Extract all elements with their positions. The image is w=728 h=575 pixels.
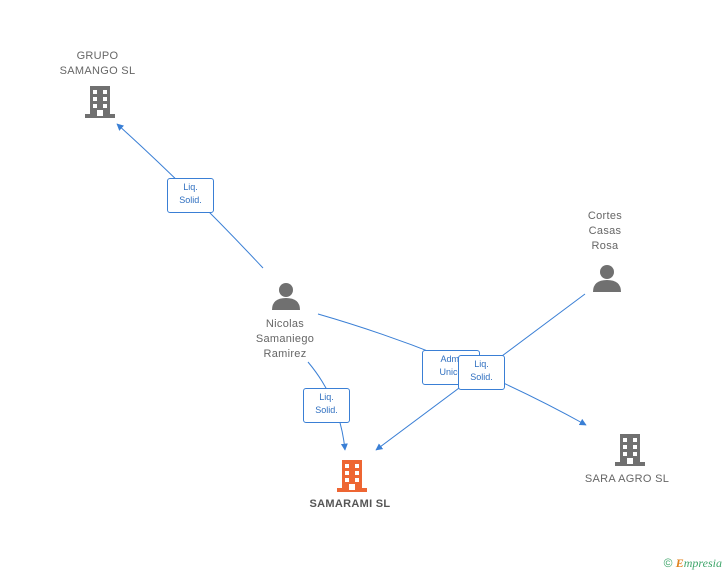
edge-label-liq-solid[interactable]: Liq. Solid. bbox=[167, 178, 214, 213]
person-icon[interactable] bbox=[593, 265, 621, 292]
footer-brand: © Empresia bbox=[664, 556, 722, 571]
node-label-cortes[interactable]: Cortes Casas Rosa bbox=[587, 210, 623, 252]
edge-label-liq-solid[interactable]: Liq. Solid. bbox=[458, 355, 505, 390]
building-icon[interactable] bbox=[337, 460, 367, 492]
node-label-sara-agro[interactable]: SARA AGRO SL bbox=[584, 473, 670, 485]
edge-label-liq-solid[interactable]: Liq. Solid. bbox=[303, 388, 350, 423]
node-label-samarami[interactable]: SAMARAMI SL bbox=[309, 498, 391, 510]
building-icon[interactable] bbox=[85, 86, 115, 118]
edges bbox=[116, 123, 587, 451]
person-icon[interactable] bbox=[272, 283, 300, 310]
node-label-grupo-samango[interactable]: GRUPO SAMANGO SL bbox=[59, 50, 136, 77]
copyright-icon: © bbox=[663, 556, 673, 570]
node-label-nicolas[interactable]: Nicolas Samaniego Ramirez bbox=[255, 318, 315, 360]
brand-logo: Empresia bbox=[675, 556, 722, 570]
building-icon[interactable] bbox=[615, 434, 645, 466]
